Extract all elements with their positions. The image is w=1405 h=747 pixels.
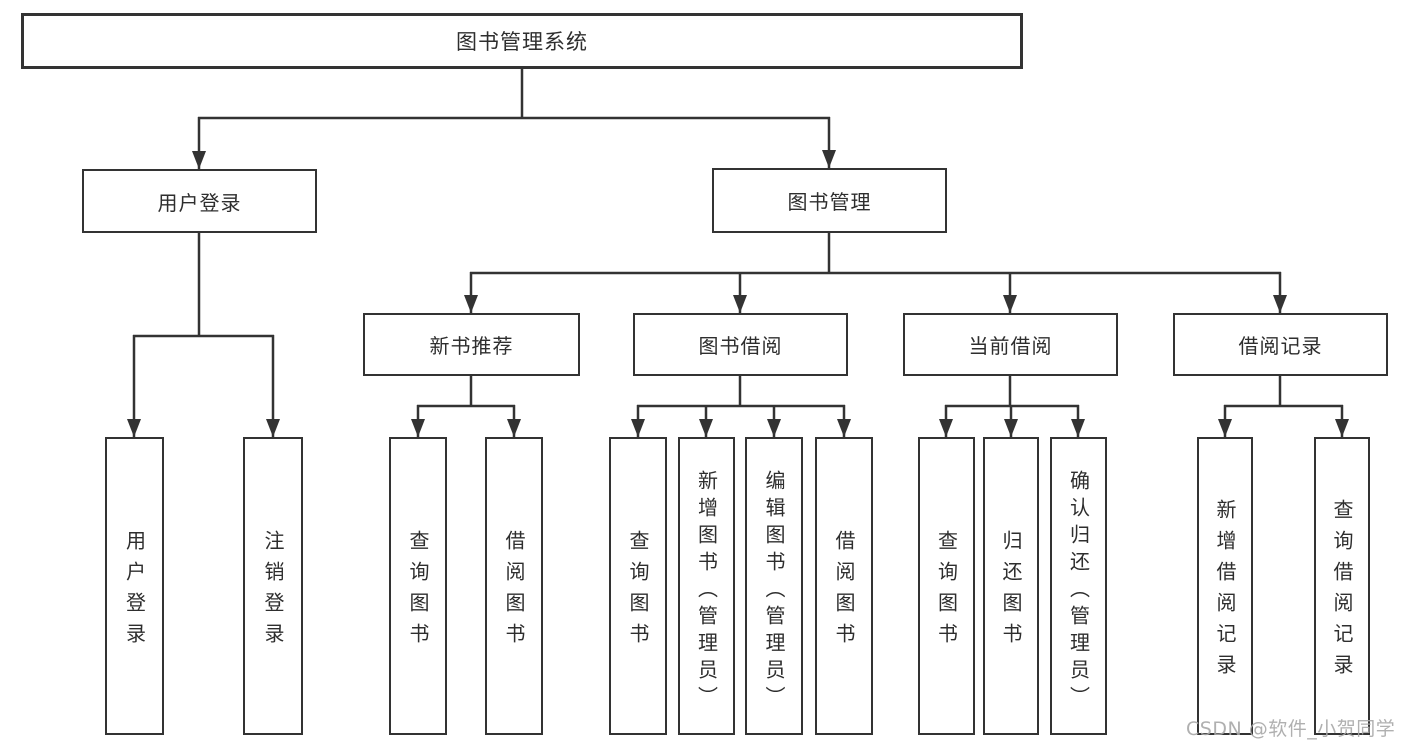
node-leaf-user-login: 用户登录 — [105, 437, 164, 735]
node-new-book-recommend-label: 新书推荐 — [429, 334, 514, 358]
node-leaf-borrow-books-2: 借阅图书 — [815, 437, 873, 735]
node-borrow-records-label: 借阅记录 — [1238, 334, 1323, 358]
node-new-book-recommend: 新书推荐 — [363, 313, 580, 376]
node-leaf-add-book-admin-label: 新增图书（管理员） — [694, 470, 719, 713]
node-leaf-add-borrow-record-label: 新增借阅记录 — [1213, 498, 1237, 685]
node-user-login-label: 用户登录 — [157, 190, 242, 215]
node-leaf-query-books-3-label: 查询图书 — [934, 529, 959, 654]
node-leaf-return-books: 归还图书 — [983, 437, 1039, 735]
node-book-borrow-label: 图书借阅 — [698, 334, 783, 358]
node-current-borrow: 当前借阅 — [903, 313, 1118, 376]
node-leaf-user-login-label: 用户登录 — [122, 529, 147, 654]
node-book-borrow: 图书借阅 — [633, 313, 848, 376]
node-root: 图书管理系统 — [21, 13, 1023, 69]
node-leaf-logout: 注销登录 — [243, 437, 303, 735]
node-leaf-add-book-admin: 新增图书（管理员） — [678, 437, 735, 735]
node-leaf-query-books-1-label: 查询图书 — [406, 529, 430, 654]
node-leaf-query-borrow-record-label: 查询借阅记录 — [1330, 498, 1354, 685]
node-leaf-query-borrow-record: 查询借阅记录 — [1314, 437, 1370, 735]
node-borrow-records: 借阅记录 — [1173, 313, 1388, 376]
node-user-login: 用户登录 — [82, 169, 317, 233]
node-leaf-query-books-2-label: 查询图书 — [626, 529, 650, 654]
node-leaf-return-books-label: 归还图书 — [999, 529, 1023, 654]
watermark: CSDN @软件_小贺同学 — [1186, 718, 1396, 740]
node-leaf-confirm-return-admin-label: 确认归还（管理员） — [1066, 470, 1091, 713]
node-book-management: 图书管理 — [712, 168, 947, 233]
node-leaf-confirm-return-admin: 确认归还（管理员） — [1050, 437, 1107, 735]
node-leaf-edit-book-admin-label: 编辑图书（管理员） — [762, 470, 786, 713]
node-leaf-logout-label: 注销登录 — [261, 529, 285, 654]
node-current-borrow-label: 当前借阅 — [968, 334, 1053, 358]
node-root-label: 图书管理系统 — [456, 30, 588, 54]
node-leaf-query-books-3: 查询图书 — [918, 437, 975, 735]
node-leaf-query-books-1: 查询图书 — [389, 437, 447, 735]
node-leaf-query-books-2: 查询图书 — [609, 437, 667, 735]
node-leaf-borrow-books-2-label: 借阅图书 — [832, 529, 856, 654]
node-leaf-borrow-books-1-label: 借阅图书 — [502, 529, 526, 654]
node-leaf-borrow-books-1: 借阅图书 — [485, 437, 543, 735]
node-book-management-label: 图书管理 — [787, 190, 872, 214]
node-leaf-edit-book-admin: 编辑图书（管理员） — [745, 437, 803, 735]
node-leaf-add-borrow-record: 新增借阅记录 — [1197, 437, 1253, 735]
